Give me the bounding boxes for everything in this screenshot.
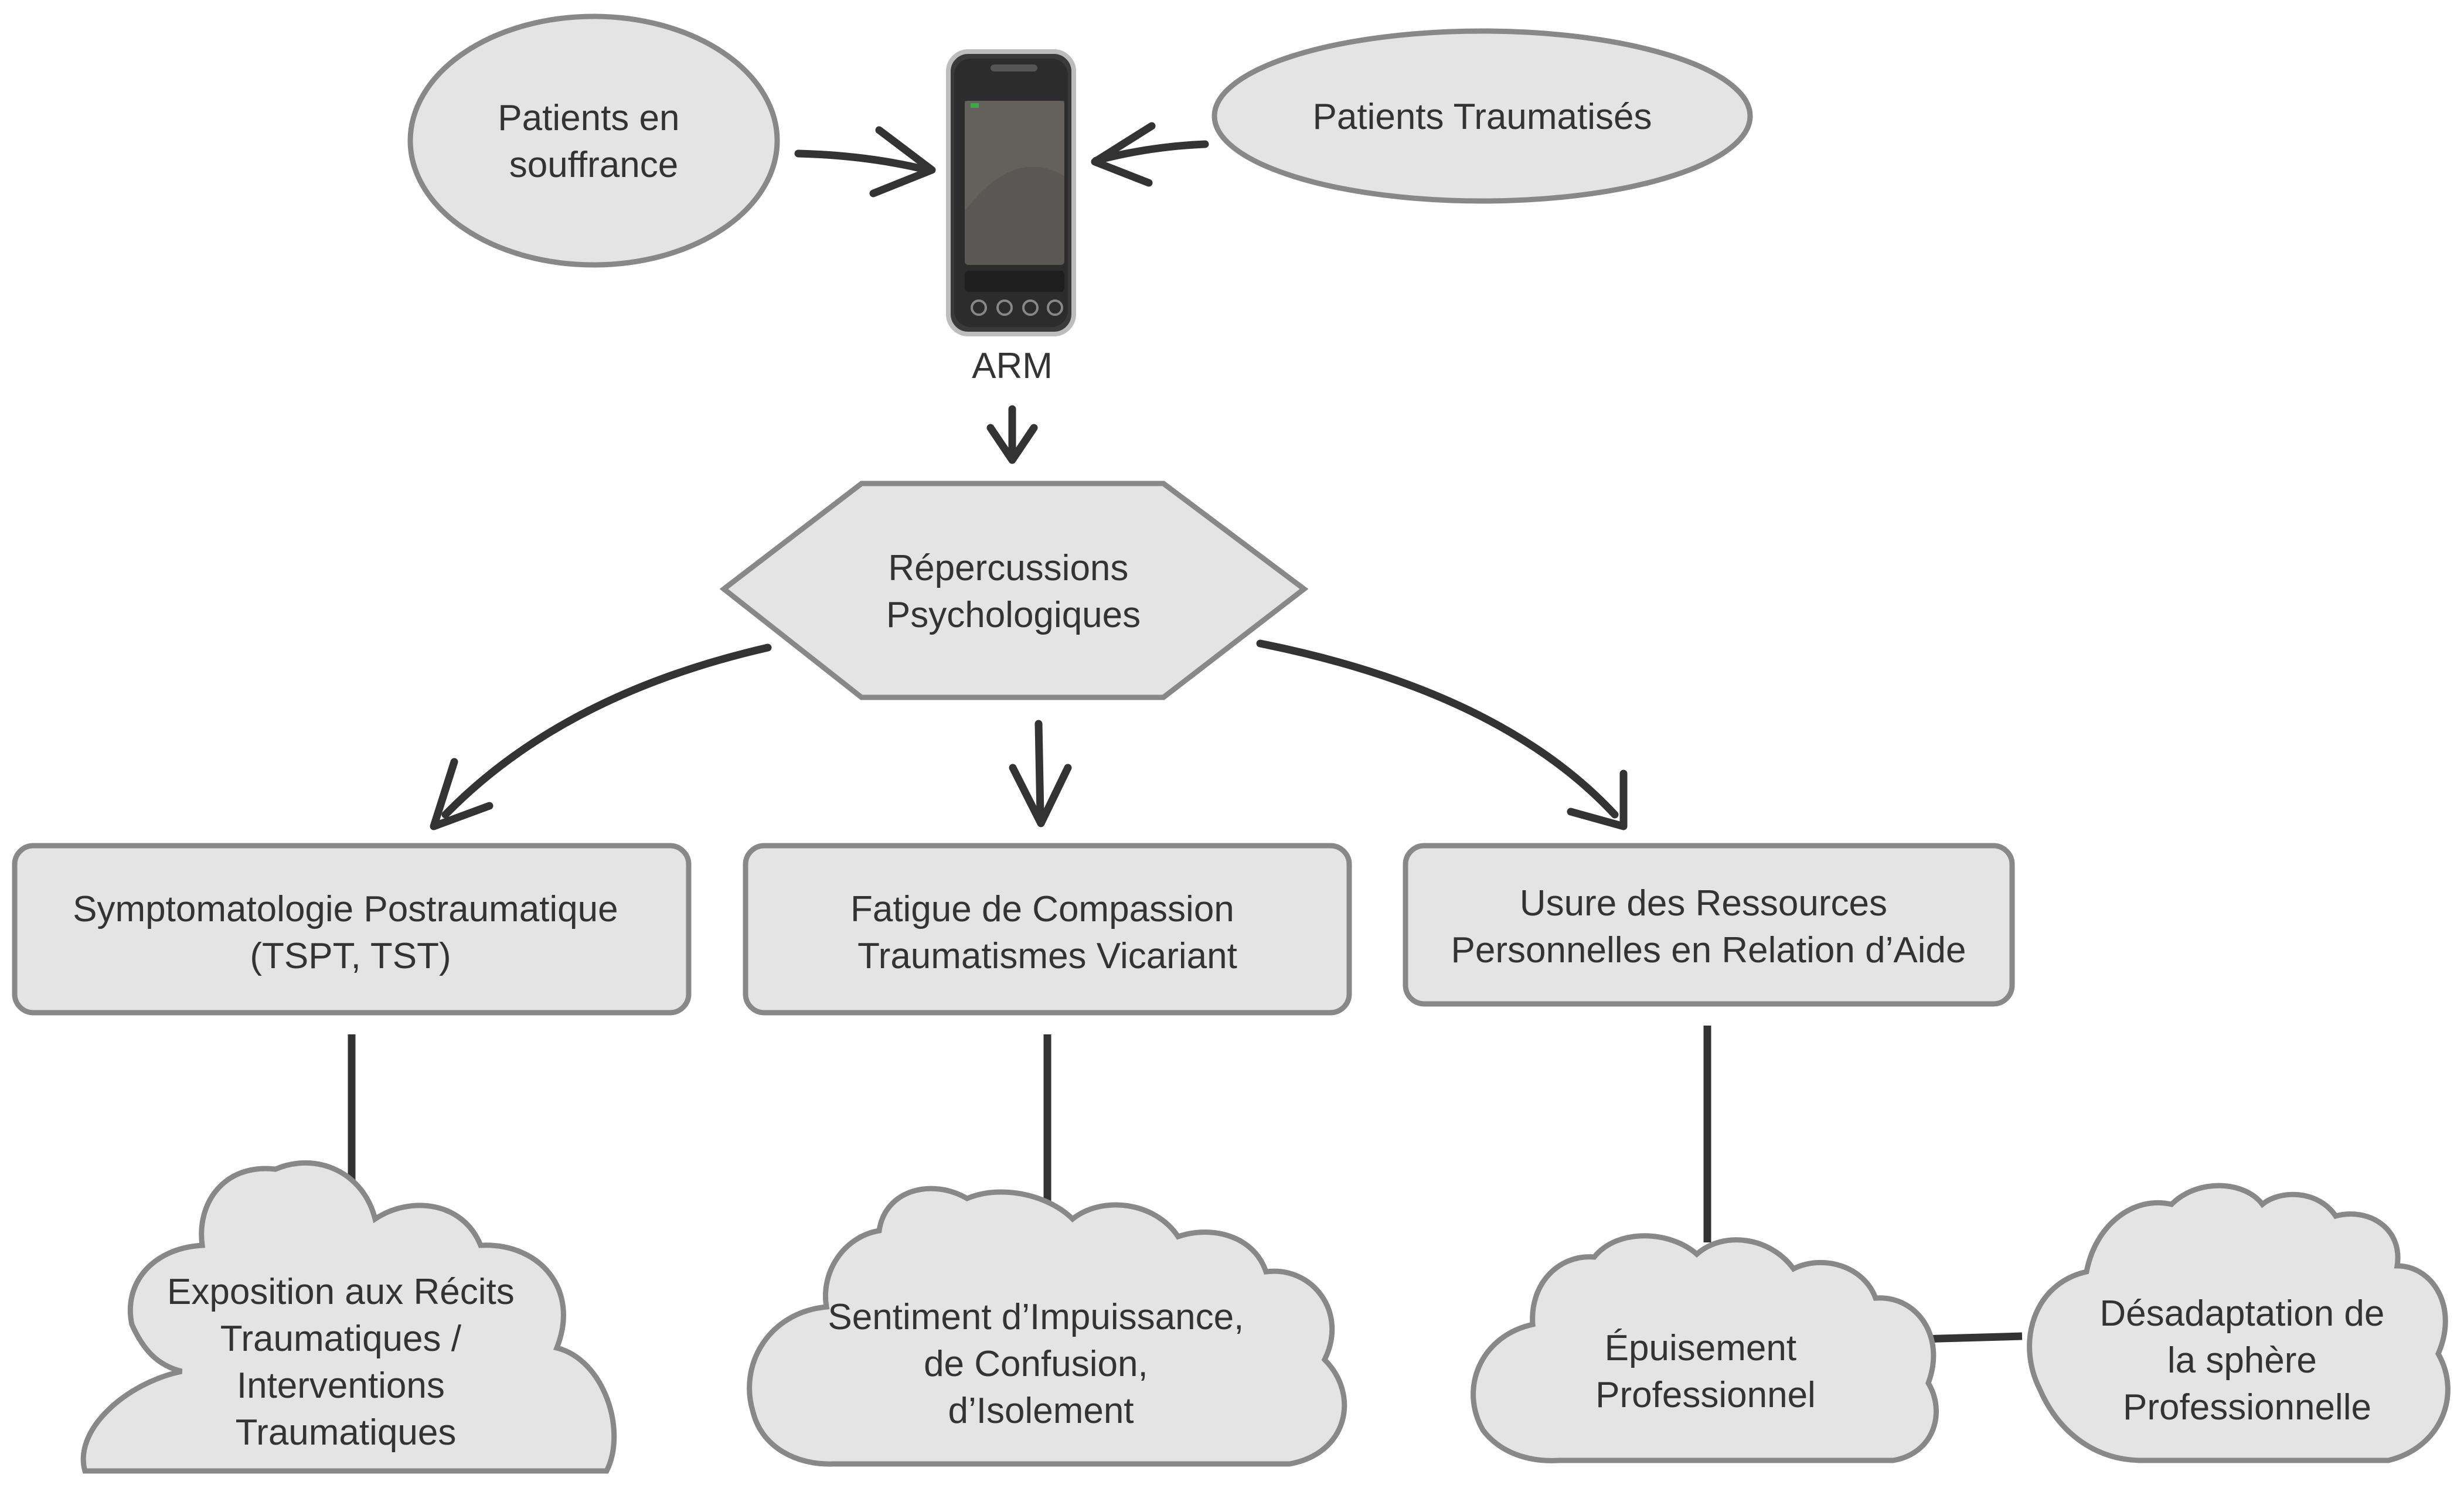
svg-text:Symptomatologie Postraumatique: Symptomatologie Postraumatique (TSPT, TS… — [73, 889, 628, 976]
node-desadaptation: Désadaptation de la sphère Professionnel… — [2027, 1183, 2451, 1463]
node-symptomatologie: Symptomatologie Postraumatique (TSPT, TS… — [12, 843, 692, 1016]
smartphone-icon — [946, 49, 1076, 336]
svg-text:Exposition aux Récits Tr: Exposition aux Récits Traumatiques / Int… — [167, 1272, 525, 1453]
node-usure: Usure des Ressources Personnelles en Rel… — [1403, 843, 2015, 1007]
node-sentiment: Sentiment d’Impuissance, de Confusion, d… — [747, 1186, 1347, 1467]
svg-text:Patients Traumatisés: Patients Traumatisés — [1313, 97, 1652, 137]
node-exposition: Exposition aux Récits Traumatiques / Int… — [80, 1160, 617, 1474]
arrow-traumatises-to-arm — [1091, 122, 1209, 187]
svg-text:Patients en souffrance: Patients en souffrance — [498, 98, 689, 185]
arrow-souffrance-to-arm — [794, 126, 936, 197]
svg-text:Désadaptation de la sphè: Désadaptation de la sphère Professionnel… — [2099, 1293, 2394, 1428]
node-patients-traumatises: Patients Traumatisés — [1211, 28, 1753, 204]
svg-text:Sentiment d’Impuissance,: Sentiment d’Impuissance, de Confusion, d… — [828, 1297, 1254, 1431]
arrow-to-symptomatologie — [430, 643, 772, 830]
arrow-to-usure — [1256, 639, 1628, 830]
svg-text:Répercussions Psychologi: Répercussions Psychologiques — [886, 548, 1141, 635]
node-epuisement: Épuisement Professionnel — [1471, 1233, 1939, 1463]
svg-text:Fatigue de Compassion Tr: Fatigue de Compassion Traumatismes Vicar… — [850, 889, 1244, 976]
arrow-arm-to-repercussions — [986, 405, 1038, 464]
node-arm-label: ARM — [972, 346, 1053, 386]
arrow-to-fatigue — [1009, 720, 1072, 827]
node-repercussions: Répercussions Psychologiques — [719, 481, 1309, 700]
node-fatigue: Fatigue de Compassion Traumatismes Vicar… — [743, 843, 1352, 1016]
svg-text:Usure des Ressources Per: Usure des Ressources Personnelles en Rel… — [1451, 883, 1966, 970]
node-patients-souffrance: Patients en souffrance — [407, 13, 780, 268]
svg-text:Épuisement Professionnel: Épuisement Professionnel — [1595, 1328, 1816, 1415]
line-epuisement-desadaptation — [1919, 1332, 2023, 1343]
